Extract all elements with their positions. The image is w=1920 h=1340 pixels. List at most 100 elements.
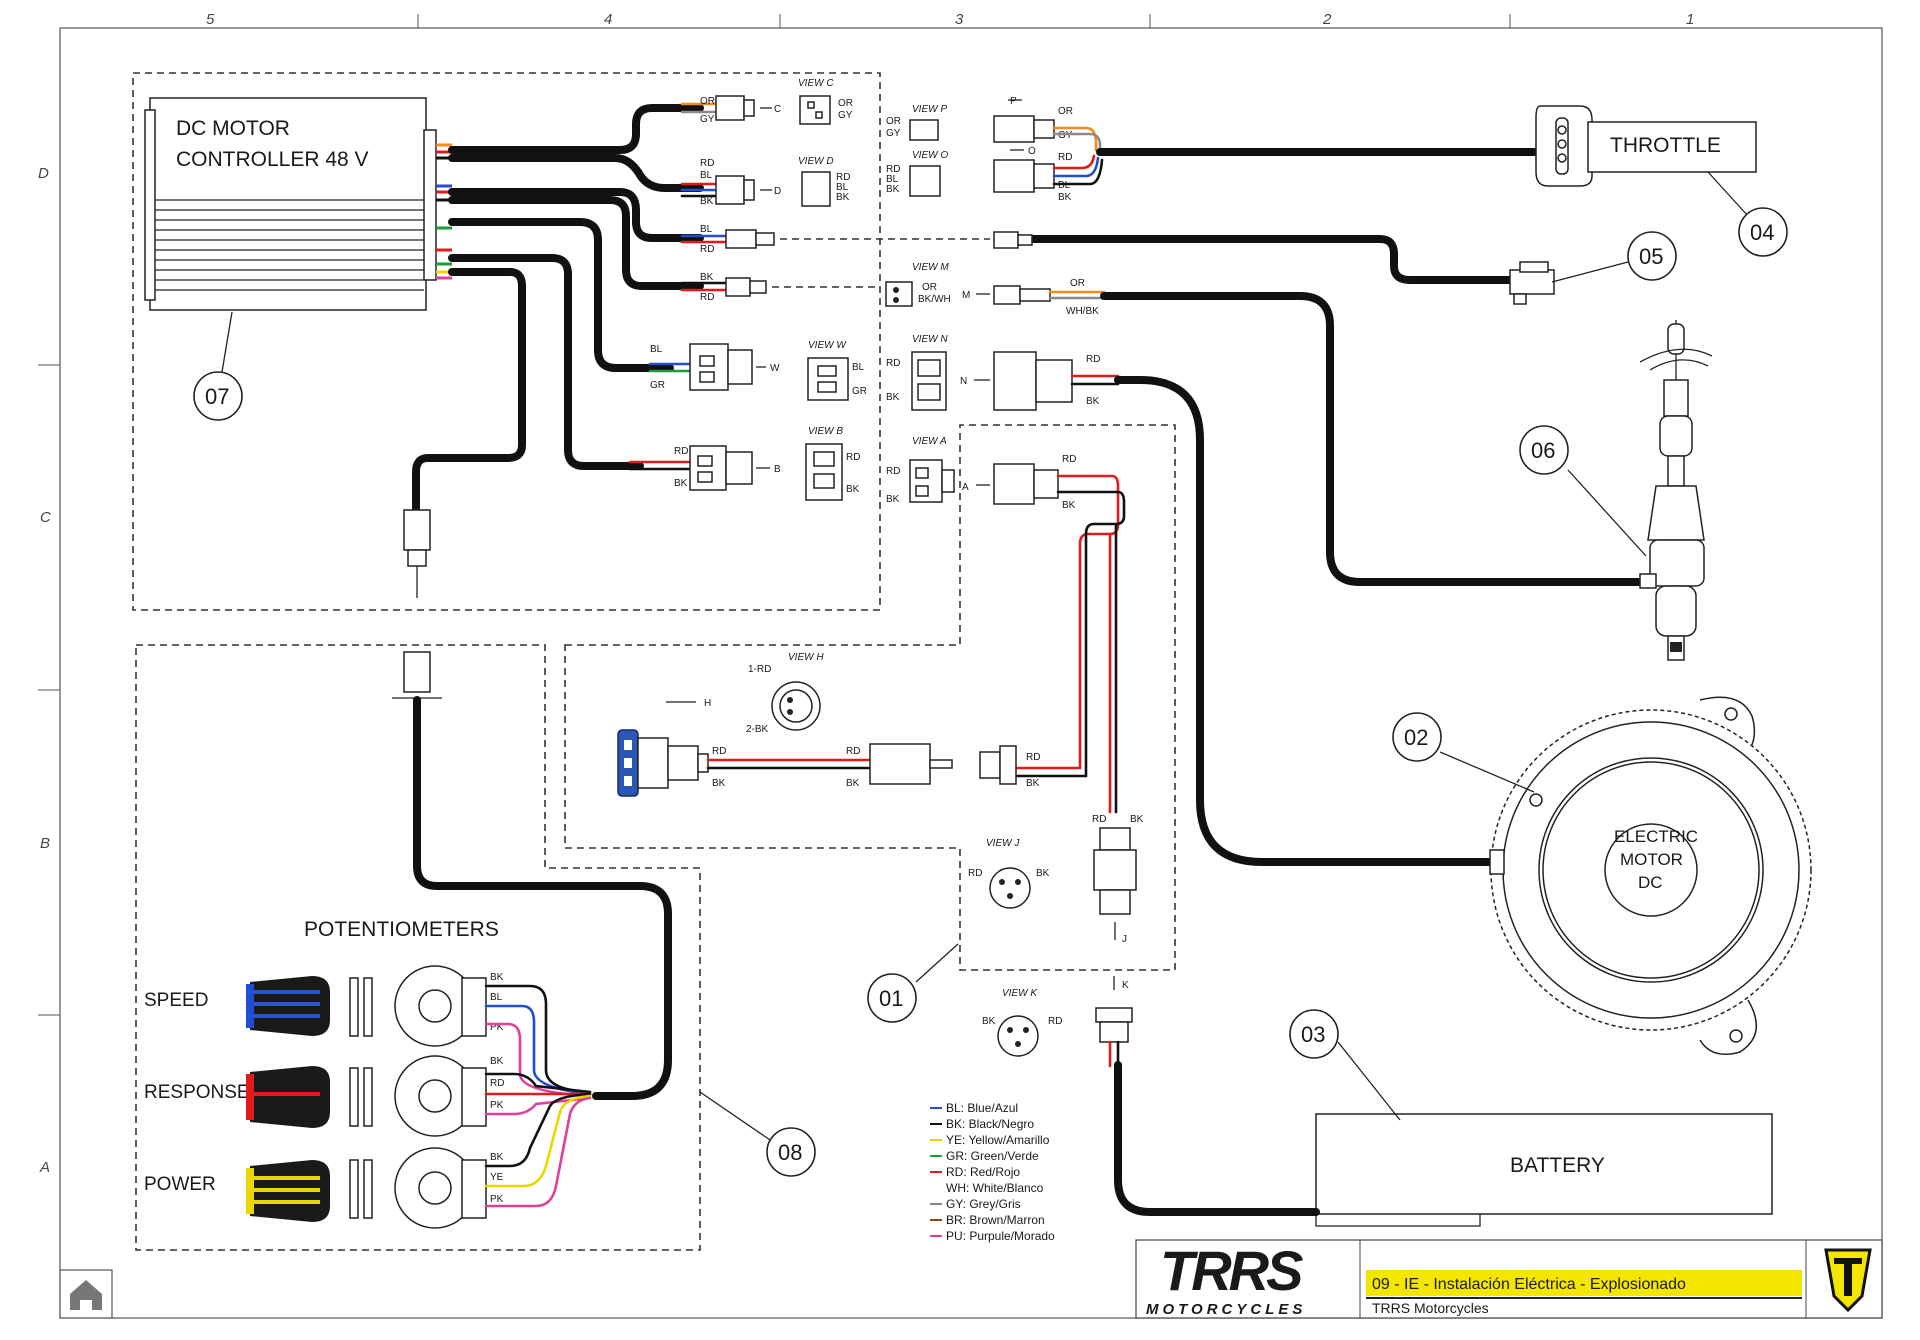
legend-item: WH: White/Blanco <box>946 1181 1044 1195</box>
harness-battery <box>1114 1061 1320 1216</box>
callout-05 <box>1627 231 1677 281</box>
svg-text:OR: OR <box>700 96 715 107</box>
svg-text:RD: RD <box>1062 454 1076 465</box>
connector-d: RD BL BK D <box>700 158 781 207</box>
svg-text:BK: BK <box>674 478 688 489</box>
harness-brake <box>1100 292 1644 586</box>
harness-to-c <box>448 104 704 154</box>
svg-text:BK: BK <box>700 196 714 207</box>
legend-item: GR: Green/Verde <box>946 1149 1039 1163</box>
svg-text:BL: BL <box>490 992 503 1003</box>
callout-05-number: 05 <box>1639 244 1663 269</box>
svg-text:1-RD: 1-RD <box>748 664 771 675</box>
connector-h-mating <box>869 743 1017 785</box>
connector-n: N RD BK <box>960 351 1100 411</box>
view-d: VIEW D RD BL BK <box>798 156 850 207</box>
svg-text:A: A <box>962 482 969 493</box>
svg-text:W: W <box>770 363 780 374</box>
svg-text:BK: BK <box>490 972 504 983</box>
svg-text:BL: BL <box>886 174 899 185</box>
svg-text:BL: BL <box>700 224 713 235</box>
electric-motor: ELECTRIC MOTOR DC <box>1489 696 1812 1055</box>
throttle-label: THROTTLE <box>1610 134 1721 157</box>
callout-03 <box>1289 1009 1339 1059</box>
dc-motor-controller: DC MOTOR CONTROLLER 48 V <box>144 97 437 311</box>
title-block: TRRS MOTORCYCLES 09 - IE - Instalación E… <box>1135 1239 1883 1319</box>
connector-k: K <box>1095 976 1133 1068</box>
svg-text:RD: RD <box>712 746 726 757</box>
svg-text:PK: PK <box>490 1022 504 1033</box>
controller-group-boundary <box>132 72 881 611</box>
trrs-shield-icon <box>1824 1248 1872 1313</box>
harness-to-pot-plug <box>412 268 526 514</box>
connector-h-label: H <box>666 698 711 709</box>
svg-text:GY: GY <box>886 128 901 139</box>
svg-text:RD: RD <box>846 452 860 463</box>
controller-title-line1: DC MOTOR <box>176 117 290 140</box>
svg-text:GY: GY <box>700 114 715 125</box>
callout-06-number: 06 <box>1531 438 1555 463</box>
svg-text:VIEW N: VIEW N <box>912 334 948 345</box>
harness-to-d <box>448 154 704 192</box>
grid-col-5: 5 <box>206 11 215 28</box>
svg-text:OR: OR <box>838 98 853 109</box>
grid-row-c: C <box>40 509 51 526</box>
svg-text:N: N <box>960 376 967 387</box>
callout-06 <box>1519 425 1569 475</box>
grid-col-4: 4 <box>604 11 612 28</box>
svg-text:VIEW P: VIEW P <box>912 104 947 115</box>
svg-text:BK: BK <box>886 494 900 505</box>
potentiometer-speed: SPEED BK BL PK <box>144 965 504 1047</box>
company-name: TRRS Motorcycles <box>1372 1300 1489 1316</box>
title-bar-accent <box>1366 1270 1802 1296</box>
connector-switch-motor-side <box>993 231 1033 249</box>
svg-text:RD: RD <box>1058 152 1072 163</box>
svg-text:WH/BK: WH/BK <box>1066 306 1099 317</box>
view-o: VIEW O RD BL BK <box>886 150 948 197</box>
callout-04 <box>1738 207 1788 257</box>
svg-text:VIEW J: VIEW J <box>986 838 1020 849</box>
potentiometer-group-boundary <box>135 644 701 1251</box>
connector-switch-link: BL RD <box>700 224 775 255</box>
svg-text:YE: YE <box>490 1172 504 1183</box>
svg-text:RD: RD <box>836 172 850 183</box>
svg-text:VIEW M: VIEW M <box>912 262 949 273</box>
svg-text:OR: OR <box>922 282 937 293</box>
svg-text:RD: RD <box>1086 354 1100 365</box>
svg-text:RD: RD <box>886 466 900 477</box>
svg-text:RD: RD <box>968 868 982 879</box>
grid-col-2: 2 <box>1322 11 1332 28</box>
svg-text:BK: BK <box>846 778 860 789</box>
svg-text:BK: BK <box>700 272 714 283</box>
grid-col-3: 3 <box>955 11 964 28</box>
svg-text:BK: BK <box>712 778 726 789</box>
svg-text:GR: GR <box>852 386 867 397</box>
potentiometer-plug-lower <box>392 651 442 699</box>
grid-col-1: 1 <box>1686 11 1694 28</box>
svg-text:VIEW H: VIEW H <box>788 652 824 663</box>
svg-text:BK: BK <box>1036 868 1050 879</box>
charger-group-boundary <box>564 424 1176 971</box>
svg-text:BL: BL <box>852 362 865 373</box>
potentiometer-plug-upper <box>403 509 431 598</box>
svg-text:B: B <box>774 464 781 475</box>
svg-text:OR: OR <box>1058 106 1073 117</box>
grid-row-a: A <box>39 1159 50 1176</box>
harness-to-b <box>448 254 644 470</box>
view-j: VIEW J RD BK <box>968 838 1050 909</box>
svg-text:C: C <box>774 104 781 115</box>
connector-o: O RD BL BK <box>993 146 1072 203</box>
grid-row-b: B <box>40 835 50 852</box>
svg-text:VIEW C: VIEW C <box>798 78 834 89</box>
svg-text:O: O <box>1028 146 1036 157</box>
callout-07 <box>193 371 243 421</box>
legend-item: BK: Black/Negro <box>946 1117 1034 1131</box>
svg-text:VIEW A: VIEW A <box>912 436 947 447</box>
home-button[interactable] <box>59 1269 113 1319</box>
view-n: VIEW N RD BK <box>886 334 948 411</box>
svg-text:BK: BK <box>490 1152 504 1163</box>
view-k: VIEW K BK RD <box>982 988 1062 1057</box>
svg-text:BK: BK <box>1058 192 1072 203</box>
motor-label-line1: ELECTRIC <box>1614 827 1698 846</box>
svg-text:BK/WH: BK/WH <box>918 294 951 305</box>
